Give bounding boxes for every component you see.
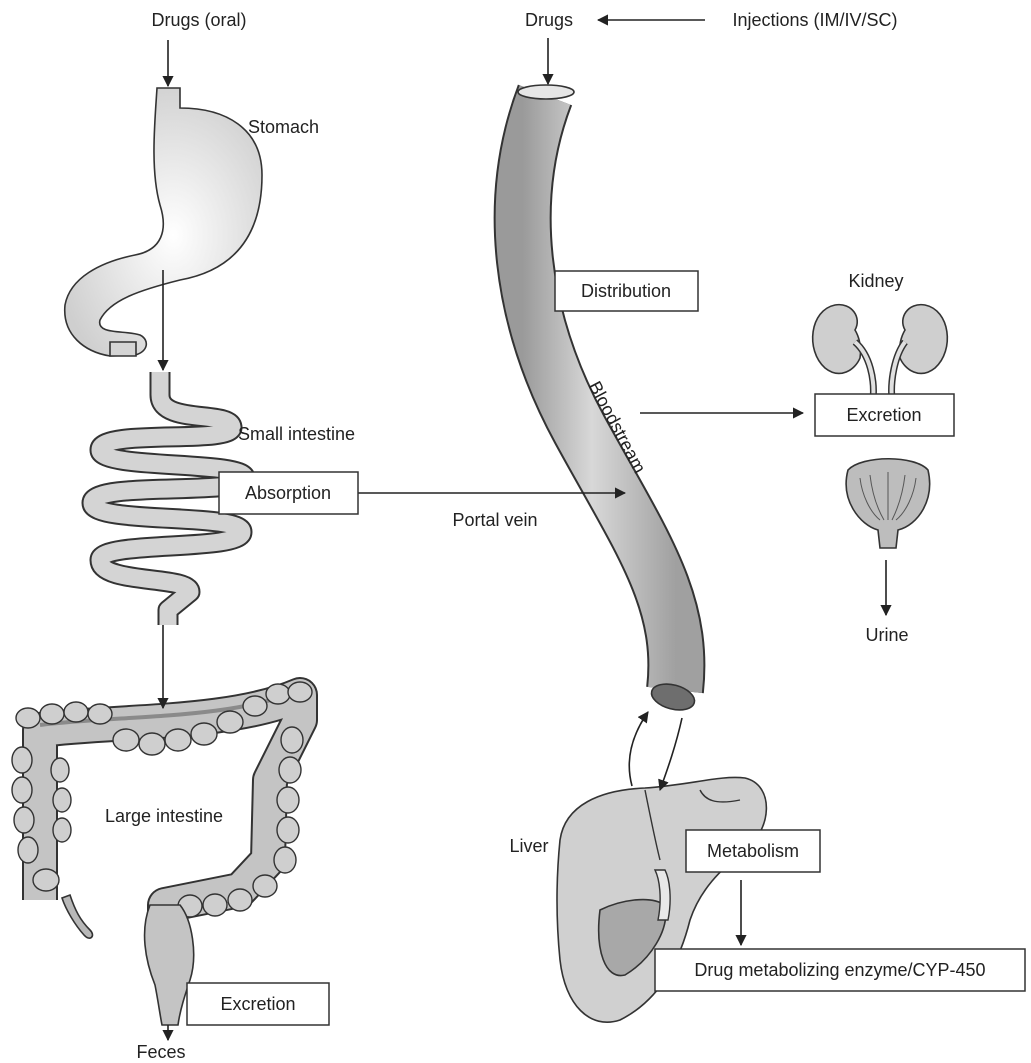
large-intestine-illustration <box>12 682 312 1025</box>
label-kidney: Kidney <box>848 271 903 291</box>
label-drugs: Drugs <box>525 10 573 30</box>
arrow-liver-to-vessel <box>629 712 648 786</box>
label-injections: Injections (IM/IV/SC) <box>732 10 897 30</box>
label-distribution: Distribution <box>581 281 671 301</box>
label-excretion-feces: Excretion <box>220 994 295 1014</box>
label-small-intestine: Small intestine <box>238 424 355 444</box>
label-excretion-kidney: Excretion <box>846 405 921 425</box>
label-liver: Liver <box>509 836 548 856</box>
arrow-vessel-to-liver <box>660 718 682 790</box>
label-enzyme: Drug metabolizing enzyme/CYP-450 <box>694 960 985 980</box>
label-portal-vein: Portal vein <box>452 510 537 530</box>
label-drugs-oral: Drugs (oral) <box>151 10 246 30</box>
label-urine: Urine <box>865 625 908 645</box>
label-metabolism: Metabolism <box>707 841 799 861</box>
label-large-intestine: Large intestine <box>105 806 223 826</box>
label-stomach: Stomach <box>248 117 319 137</box>
label-feces: Feces <box>136 1042 185 1062</box>
label-absorption: Absorption <box>245 483 331 503</box>
